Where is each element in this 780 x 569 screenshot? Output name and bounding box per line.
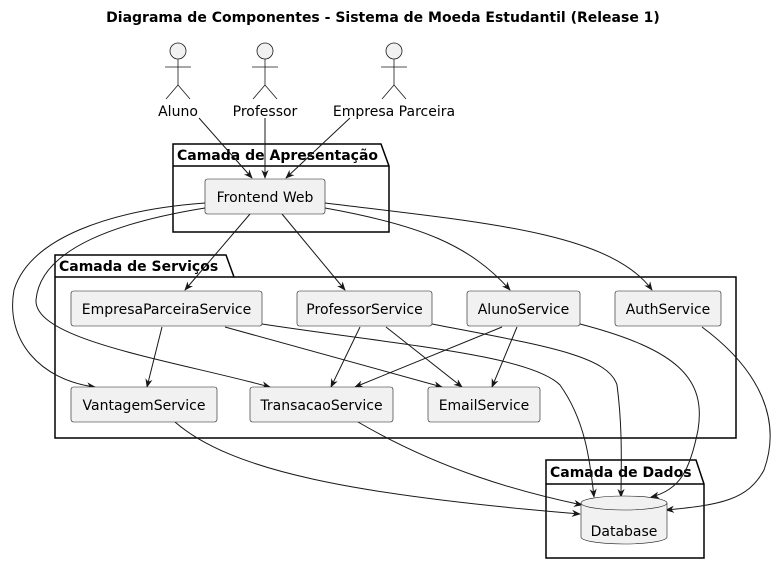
edge-empresaparceiraservice-emailservice <box>224 326 443 389</box>
edge-frontend-alunoservice <box>324 207 511 291</box>
actor-empresa-label: Empresa Parceira <box>333 104 455 120</box>
component-vantagemservice-label: VantagemService <box>83 398 206 414</box>
package-apresentacao-label: Camada de Apresentação <box>177 148 378 164</box>
component-database[interactable]: Database <box>580 495 668 545</box>
edge-professorservice-database <box>431 323 625 498</box>
edge-frontend-empresaparceiraservice <box>184 213 251 291</box>
edge-aluno-frontend <box>198 117 253 179</box>
actor-aluno: Aluno <box>158 42 198 120</box>
component-transacaoservice-label: TransacaoService <box>259 398 382 414</box>
component-alunoservice-label: AlunoService <box>478 302 570 318</box>
edge-frontend-transacaoservice <box>35 207 271 389</box>
component-alunoservice[interactable]: AlunoService <box>466 290 581 327</box>
actor-empresa-head-icon <box>385 42 403 60</box>
edge-frontend-authservice <box>324 202 653 291</box>
component-authservice[interactable]: AuthService <box>614 290 722 327</box>
edge-authservice-database <box>665 326 771 513</box>
component-authservice-label: AuthService <box>626 302 711 318</box>
edge-vantagemservice-database <box>174 421 581 517</box>
edge-professorservice-emailservice <box>385 326 463 388</box>
component-emailservice[interactable]: EmailService <box>427 386 541 423</box>
edges <box>12 117 771 517</box>
component-transacaoservice[interactable]: TransacaoService <box>249 386 394 423</box>
component-frontend-web-label: Frontend Web <box>217 190 314 206</box>
edge-empresaparceiraservice-database <box>261 323 597 498</box>
component-empresaparceiraservice-label: EmpresaParceiraService <box>82 302 251 318</box>
actor-professor-head-icon <box>256 42 274 60</box>
component-vantagemservice[interactable]: VantagemService <box>70 386 218 423</box>
component-empresaparceiraservice[interactable]: EmpresaParceiraService <box>70 290 263 327</box>
actor-empresa-parceira: Empresa Parceira <box>333 42 455 120</box>
actor-aluno-label: Aluno <box>158 104 198 120</box>
package-servicos-label: Camada de Serviços <box>59 259 218 275</box>
actor-professor: Professor <box>233 42 298 120</box>
edge-frontend-vantagemservice <box>12 202 206 390</box>
component-emailservice-label: EmailService <box>439 398 530 414</box>
component-professorservice[interactable]: ProfessorService <box>296 290 433 327</box>
component-professorservice-label: ProfessorService <box>306 302 422 318</box>
actor-professor-label: Professor <box>233 104 298 120</box>
edge-frontend-professorservice <box>281 213 346 291</box>
actor-aluno-head-icon <box>169 42 187 60</box>
edge-alunoservice-transacaoservice <box>354 326 503 388</box>
edge-alunoservice-database <box>579 323 700 499</box>
component-frontend-web[interactable]: Frontend Web <box>204 178 326 215</box>
edge-transacaoservice-database <box>357 421 583 507</box>
edge-empresaparceiraservice-vantagemservice <box>145 326 163 388</box>
diagram-title: Diagrama de Componentes - Sistema de Moe… <box>106 10 660 26</box>
component-database-label: Database <box>591 524 658 540</box>
edge-professorservice-transacaoservice <box>330 326 361 388</box>
edge-alunoservice-emailservice <box>491 326 518 388</box>
edge-empresa-frontend <box>285 117 351 179</box>
